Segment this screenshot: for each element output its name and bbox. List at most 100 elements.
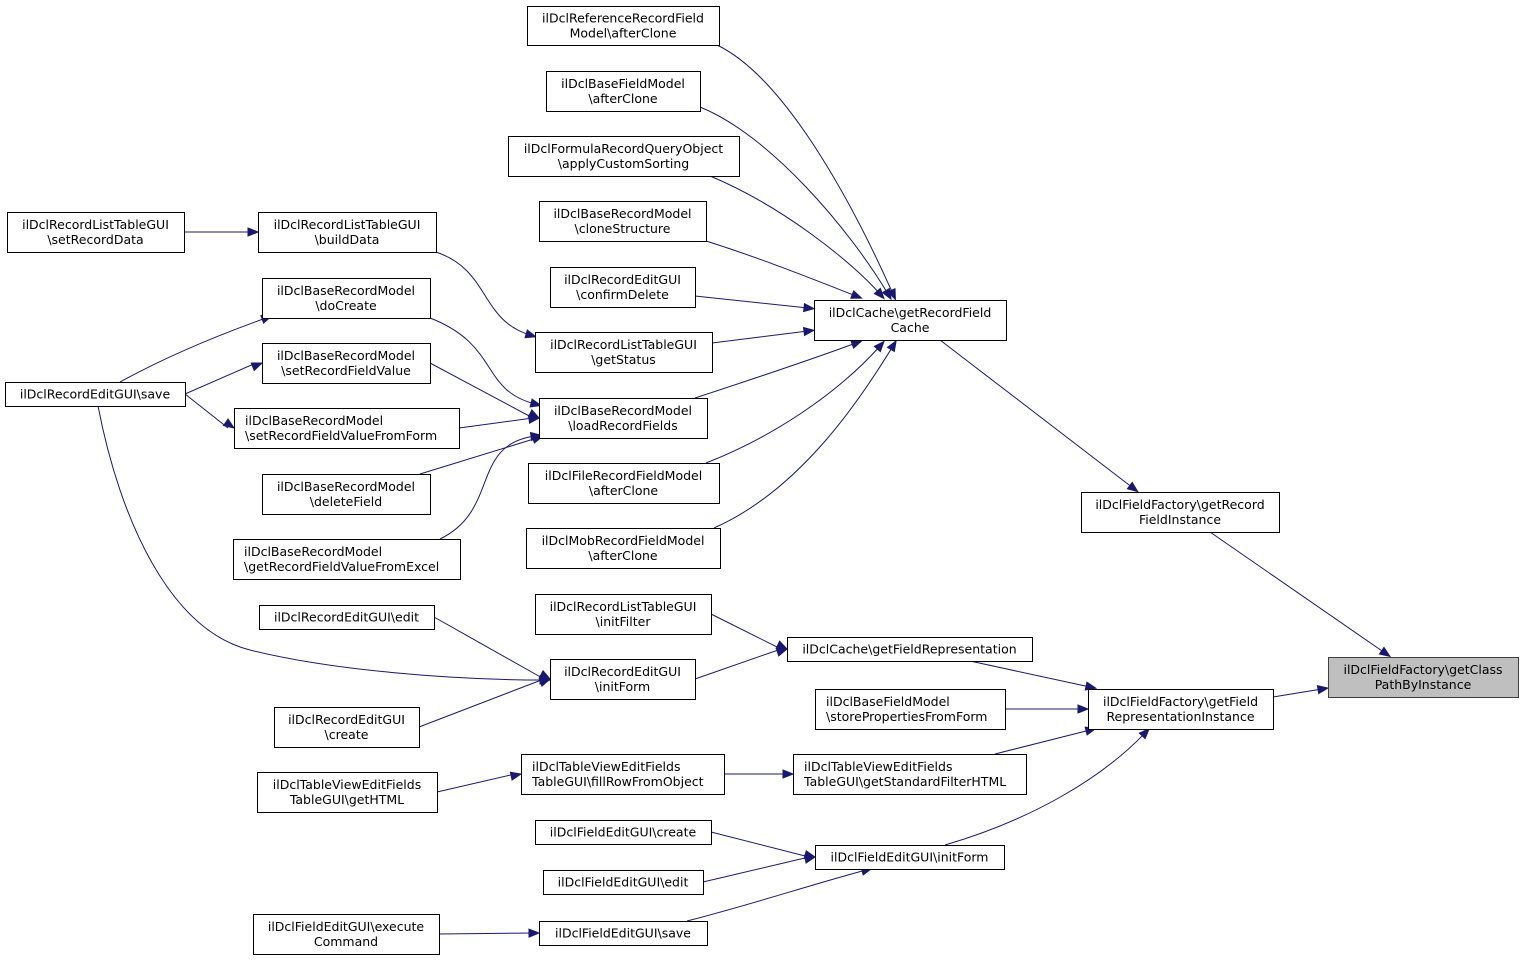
- node-baseFieldAfterClone[interactable]: ilDclBaseFieldModel\afterClone: [546, 71, 701, 112]
- edge-line: [433, 616, 545, 680]
- node-fieldEditEdit[interactable]: ilDclFieldEditGUI\edit: [543, 870, 704, 895]
- node-box: [262, 278, 431, 319]
- node-fieldEditCreate[interactable]: ilDclFieldEditGUI\create: [535, 820, 712, 845]
- arrowhead-icon: [247, 227, 260, 237]
- node-label: \create: [325, 727, 369, 742]
- node-mobAfterClone[interactable]: ilDclMobRecordFieldModel\afterClone: [526, 528, 721, 569]
- node-label: ilDclRecordListTableGUI: [550, 599, 697, 614]
- node-doCreate[interactable]: ilDclBaseRecordModel\doCreate: [262, 278, 431, 319]
- node-storePropertiesFromForm[interactable]: ilDclBaseFieldModel\storePropertiesFromF…: [815, 689, 1006, 730]
- edge-line: [1272, 688, 1323, 698]
- edge-applyCustomSorting-to-getRecordFieldCache: [709, 175, 885, 300]
- node-box: [258, 212, 437, 253]
- node-box: [787, 637, 1033, 662]
- node-label: ilDclBaseRecordModel: [553, 206, 691, 221]
- node-initFilter[interactable]: ilDclRecordListTableGUI\initFilter: [535, 594, 712, 635]
- node-cloneStructure[interactable]: ilDclBaseRecordModel\cloneStructure: [539, 201, 707, 242]
- edge-line: [1209, 531, 1386, 654]
- arrowhead-icon: [528, 928, 541, 938]
- node-getFieldRepresentationInstance[interactable]: ilDclFieldFactory\getFieldRepresentation…: [1088, 689, 1274, 730]
- node-label: TableGUI\fillRowFromObject: [531, 774, 704, 789]
- edge-recordEditCreate-to-recordEditInitForm: [418, 678, 552, 728]
- edge-line: [939, 339, 1134, 489]
- node-box: [539, 201, 707, 242]
- node-label: ilDclFieldFactory\getClass: [1343, 662, 1502, 677]
- edge-line: [184, 362, 257, 395]
- node-fillRowFromObject[interactable]: ilDclTableViewEditFieldsTableGUI\fillRow…: [521, 754, 725, 795]
- node-label: \setRecordData: [47, 232, 143, 247]
- node-box: [546, 71, 701, 112]
- node-label: Model\afterClone: [570, 26, 677, 41]
- node-recordEditSave[interactable]: ilDclRecordEditGUI\save: [5, 382, 186, 407]
- node-fieldEditInitForm[interactable]: ilDclFieldEditGUI\initForm: [815, 845, 1005, 870]
- node-getStandardFilterHTML[interactable]: ilDclTableViewEditFieldsTableGUI\getStan…: [793, 754, 1027, 795]
- node-deleteField[interactable]: ilDclBaseRecordModel\deleteField: [262, 474, 431, 515]
- node-setRecordData[interactable]: ilDclRecordListTableGUI\setRecordData: [7, 212, 185, 253]
- edge-storePropertiesFromForm-to-getFieldRepresentationInstance: [1005, 704, 1090, 714]
- edge-getRecordFieldValueFromExcel-to-loadRecordFields: [439, 431, 543, 540]
- node-setRecordFieldValue[interactable]: ilDclBaseRecordModel\setRecordFieldValue: [262, 343, 431, 384]
- arrowhead-icon: [1077, 704, 1090, 714]
- node-label: \getStatus: [591, 352, 656, 367]
- node-box: [1081, 492, 1280, 533]
- node-applyCustomSorting[interactable]: ilDclFormulaRecordQueryObject\applyCusto…: [508, 136, 740, 177]
- node-recordEditInitForm[interactable]: ilDclRecordEditGUI\initForm: [550, 659, 696, 700]
- arrowhead-icon: [881, 287, 892, 301]
- arrowhead-icon: [222, 418, 236, 429]
- node-label: TableGUI\getStandardFilterHTML: [803, 774, 1006, 789]
- node-loadRecordFields[interactable]: ilDclBaseRecordModel\loadRecordFields: [539, 398, 708, 439]
- node-box: [815, 845, 1005, 870]
- node-label: ilDclTableViewEditFields: [273, 777, 421, 792]
- node-box: [274, 707, 420, 748]
- node-label: \initFilter: [596, 614, 652, 629]
- node-box: [253, 914, 440, 955]
- node-fileAfterClone[interactable]: ilDclFileRecordFieldModel\afterClone: [528, 463, 720, 504]
- node-box: [535, 594, 712, 635]
- node-recordEditCreate[interactable]: ilDclRecordEditGUI\create: [274, 707, 420, 748]
- node-label: ilDclMobRecordFieldModel: [542, 533, 705, 548]
- edge-baseFieldAfterClone-to-getRecordFieldCache: [699, 106, 892, 301]
- arrowhead-icon: [250, 362, 264, 372]
- node-label: \setRecordFieldValueFromForm: [245, 428, 437, 443]
- node-box: [259, 605, 435, 630]
- node-refAfterClone[interactable]: ilDclReferenceRecordFieldModel\afterClon…: [527, 6, 720, 46]
- edge-fieldEditSave-to-fieldEditInitForm: [686, 866, 874, 922]
- node-label: \confirmDelete: [576, 287, 669, 302]
- node-label: PathByInstance: [1375, 677, 1472, 692]
- node-label: ilDclRecordEditGUI: [564, 272, 681, 287]
- node-box: [539, 921, 708, 946]
- node-label: ilDclFieldEditGUI\initForm: [831, 850, 989, 865]
- node-getRecordFieldValueFromExcel[interactable]: ilDclBaseRecordModel\getRecordFieldValue…: [233, 539, 461, 580]
- edge-recordEditEdit-to-recordEditInitForm: [433, 616, 552, 680]
- node-label: ilDclTableViewEditFields: [532, 759, 680, 774]
- node-confirmDelete[interactable]: ilDclRecordEditGUI\confirmDelete: [550, 267, 696, 308]
- node-getFieldRepresentation[interactable]: ilDclCache\getFieldRepresentation: [787, 637, 1033, 662]
- node-label: ilDclRecordEditGUI: [564, 664, 681, 679]
- node-getStatus[interactable]: ilDclRecordListTableGUI\getStatus: [535, 332, 713, 373]
- edge-fieldEditInitForm-to-getFieldRepresentationInstance: [944, 727, 1151, 846]
- node-buildData[interactable]: ilDclRecordListTableGUI\buildData: [258, 212, 437, 253]
- node-recordEditEdit[interactable]: ilDclRecordEditGUI\edit: [259, 605, 435, 630]
- node-fieldEditSave[interactable]: ilDclFieldEditGUI\save: [539, 921, 708, 946]
- node-label: ilDclCache\getRecordField: [829, 305, 992, 320]
- arrowhead-icon: [1084, 681, 1098, 691]
- arrowhead-icon: [524, 329, 538, 339]
- edge-recordEditSave-to-doCreate: [119, 315, 273, 383]
- node-label: Cache: [891, 320, 930, 335]
- edge-getFieldRepresentationInstance-to-target: [1272, 685, 1330, 698]
- arrowhead-icon: [873, 287, 885, 300]
- edge-line: [705, 240, 857, 297]
- node-label: ilDclTableViewEditFields: [804, 759, 952, 774]
- node-label: ilDclFileRecordFieldModel: [545, 468, 702, 483]
- arrowhead-icon: [802, 326, 816, 337]
- edge-buildData-to-getStatus: [435, 251, 538, 339]
- node-label: ilDclFieldEditGUI\edit: [558, 875, 689, 890]
- edge-cloneStructure-to-getRecordFieldCache: [705, 240, 863, 299]
- node-setRecordFieldValueFromForm[interactable]: ilDclBaseRecordModel\setRecordFieldValue…: [234, 408, 460, 449]
